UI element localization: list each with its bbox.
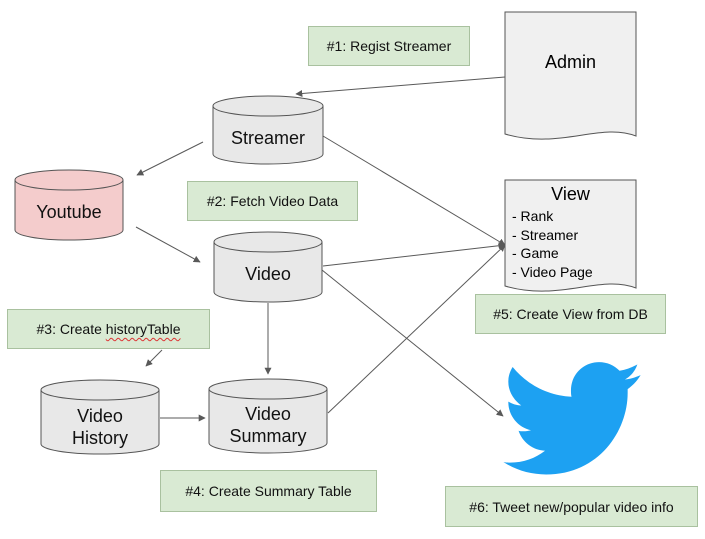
twitter-bird-icon — [503, 362, 641, 475]
view-item-rank: - Rank — [512, 208, 554, 224]
step-4-box: #4: Create Summary Table — [160, 470, 377, 512]
video-label-text: Video — [245, 264, 291, 284]
youtube-label-text: Youtube — [36, 202, 102, 222]
view-document-shape — [504, 179, 637, 292]
view-item-streamer: - Streamer — [512, 226, 579, 243]
video-history-line-2: History — [71, 428, 128, 448]
step-6-box: #6: Tweet new/popular video info — [445, 486, 698, 527]
youtube-db-shape — [14, 169, 124, 241]
step-3-word: historyTable — [105, 321, 181, 337]
step-4-text: #4: Create Summary Table — [185, 483, 352, 499]
step-3-text: #3: Create historyTable — [37, 321, 181, 337]
video-summary-label: Video Summary — [209, 401, 327, 449]
view-item-video-page: - Video Page — [512, 263, 593, 280]
streamer-db-shape — [212, 95, 324, 165]
step-3-prefix: #3: Create — [36, 321, 106, 337]
arrow-admin-to-streamer — [295, 76, 506, 97]
step-1-text: #1: Regist Streamer — [326, 38, 452, 54]
view-item-game: - Game — [512, 245, 559, 261]
admin-label: Admin — [544, 52, 597, 72]
step-5-text: #5: Create View from DB — [493, 306, 648, 322]
arrow-video-to-twitter — [321, 269, 504, 417]
arrow-youtube-to-video — [135, 226, 201, 263]
arrow-step3-to-history — [145, 349, 163, 367]
admin-document-shape — [504, 11, 637, 140]
step-2-text: #2: Fetch Video Data — [206, 193, 339, 209]
step-3-box: #3: Create historyTable — [7, 309, 210, 349]
youtube-label: Youtube — [15, 190, 123, 234]
step-5-box: #5: Create View from DB — [475, 294, 666, 334]
streamer-label-text: Streamer — [230, 128, 306, 148]
video-history-label: Video History — [41, 403, 159, 451]
video-history-db-shape — [40, 379, 160, 455]
arrow-summary-to-view — [327, 244, 506, 414]
arrow-video-to-view — [322, 242, 506, 267]
arrow-streamer-to-youtube — [136, 141, 204, 176]
video-summary-line-1: Video — [245, 404, 291, 424]
step-2-box: #2: Fetch Video Data — [187, 181, 358, 221]
step-6-text: #6: Tweet new/popular video info — [469, 498, 674, 515]
streamer-label: Streamer — [213, 116, 323, 160]
arrow-streamer-to-view — [322, 135, 506, 246]
video-label: Video — [214, 252, 322, 296]
step-1-box: #1: Regist Streamer — [308, 26, 470, 66]
video-summary-db-shape — [208, 378, 328, 454]
video-db-shape — [213, 231, 323, 303]
video-history-line-1: Video — [77, 406, 123, 426]
video-summary-line-2: Summary — [229, 426, 307, 446]
view-title: View — [551, 184, 590, 204]
view-item-list: - Rank - Streamer - Game - Video Page — [512, 207, 593, 281]
